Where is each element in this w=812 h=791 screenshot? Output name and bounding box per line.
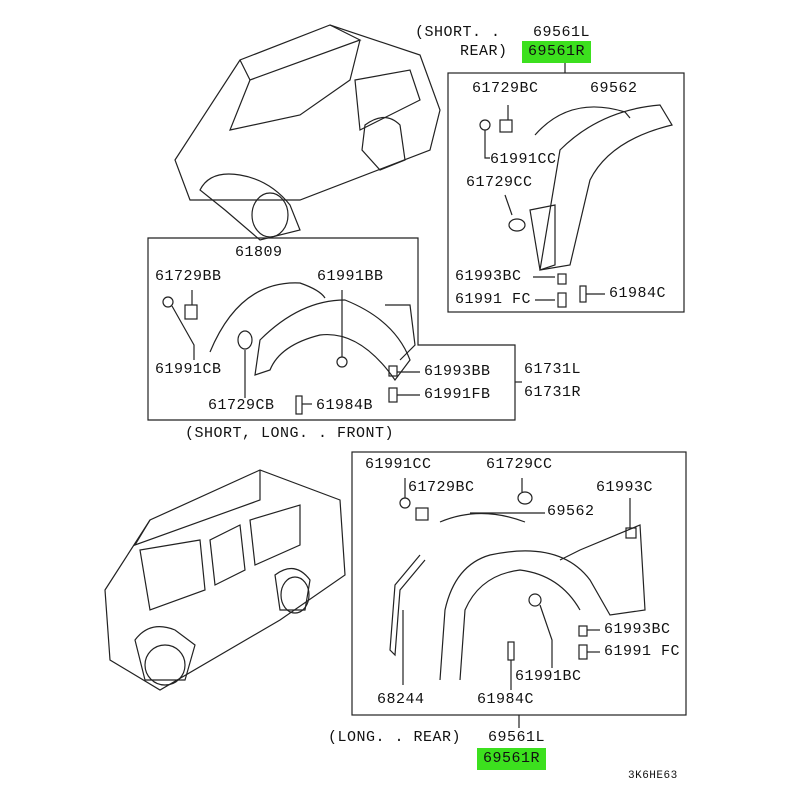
part-label[interactable]: 61729BC bbox=[472, 80, 539, 97]
diagram-code: 3K6HE63 bbox=[628, 770, 678, 782]
part-label[interactable]: 61991 FC bbox=[455, 291, 532, 308]
part-label[interactable]: 61991BB bbox=[317, 268, 384, 285]
part-number-left[interactable]: 61731L bbox=[524, 361, 582, 378]
part-label[interactable]: 61729BB bbox=[155, 268, 222, 285]
part-label[interactable]: 69562 bbox=[547, 503, 595, 520]
front-parts bbox=[162, 282, 420, 415]
part-number-right[interactable]: 61731R bbox=[524, 384, 582, 401]
part-number-right-highlighted[interactable]: 69561R bbox=[477, 748, 547, 770]
part-label[interactable]: 61984B bbox=[316, 397, 374, 414]
part-label[interactable]: 61991 FC bbox=[604, 643, 681, 660]
short-vehicle-illustration bbox=[174, 24, 441, 241]
part-label[interactable]: 69562 bbox=[590, 80, 638, 97]
part-number-left[interactable]: 69561L bbox=[488, 729, 546, 746]
part-label[interactable]: 61993BB bbox=[424, 363, 491, 380]
part-number-right-highlighted[interactable]: 69561R bbox=[522, 41, 592, 63]
part-label[interactable]: 61991CB bbox=[155, 361, 222, 378]
part-label[interactable]: 61729BC bbox=[408, 479, 475, 496]
front-box bbox=[147, 237, 516, 421]
long-vehicle-illustration bbox=[104, 469, 346, 691]
part-label[interactable]: 61991BC bbox=[515, 668, 582, 685]
part-label[interactable]: 61809 bbox=[235, 244, 283, 261]
part-label[interactable]: 61729CC bbox=[466, 174, 533, 191]
rear-long-parts bbox=[389, 478, 646, 690]
rear-short-box bbox=[447, 72, 685, 313]
part-label[interactable]: 61991CC bbox=[490, 151, 557, 168]
part-label[interactable]: 61984C bbox=[477, 691, 535, 708]
part-label[interactable]: 61993C bbox=[596, 479, 654, 496]
part-label[interactable]: 61993BC bbox=[455, 268, 522, 285]
part-label[interactable]: 61991FB bbox=[424, 386, 491, 403]
part-label[interactable]: 68244 bbox=[377, 691, 425, 708]
part-label[interactable]: 61993BC bbox=[604, 621, 671, 638]
variant-label: (SHORT, LONG. . FRONT) bbox=[185, 425, 395, 442]
part-label[interactable]: 61729CB bbox=[208, 397, 275, 414]
part-number-left[interactable]: 69561L bbox=[533, 24, 591, 41]
variant-label: REAR) bbox=[460, 43, 508, 60]
rear-short-parts bbox=[479, 104, 673, 308]
part-label[interactable]: 61729CC bbox=[486, 456, 553, 473]
part-label[interactable]: 61991CC bbox=[365, 456, 432, 473]
variant-label: (SHORT. . bbox=[415, 24, 501, 41]
part-label[interactable]: 61984C bbox=[609, 285, 667, 302]
variant-label: (LONG. . REAR) bbox=[328, 729, 462, 746]
